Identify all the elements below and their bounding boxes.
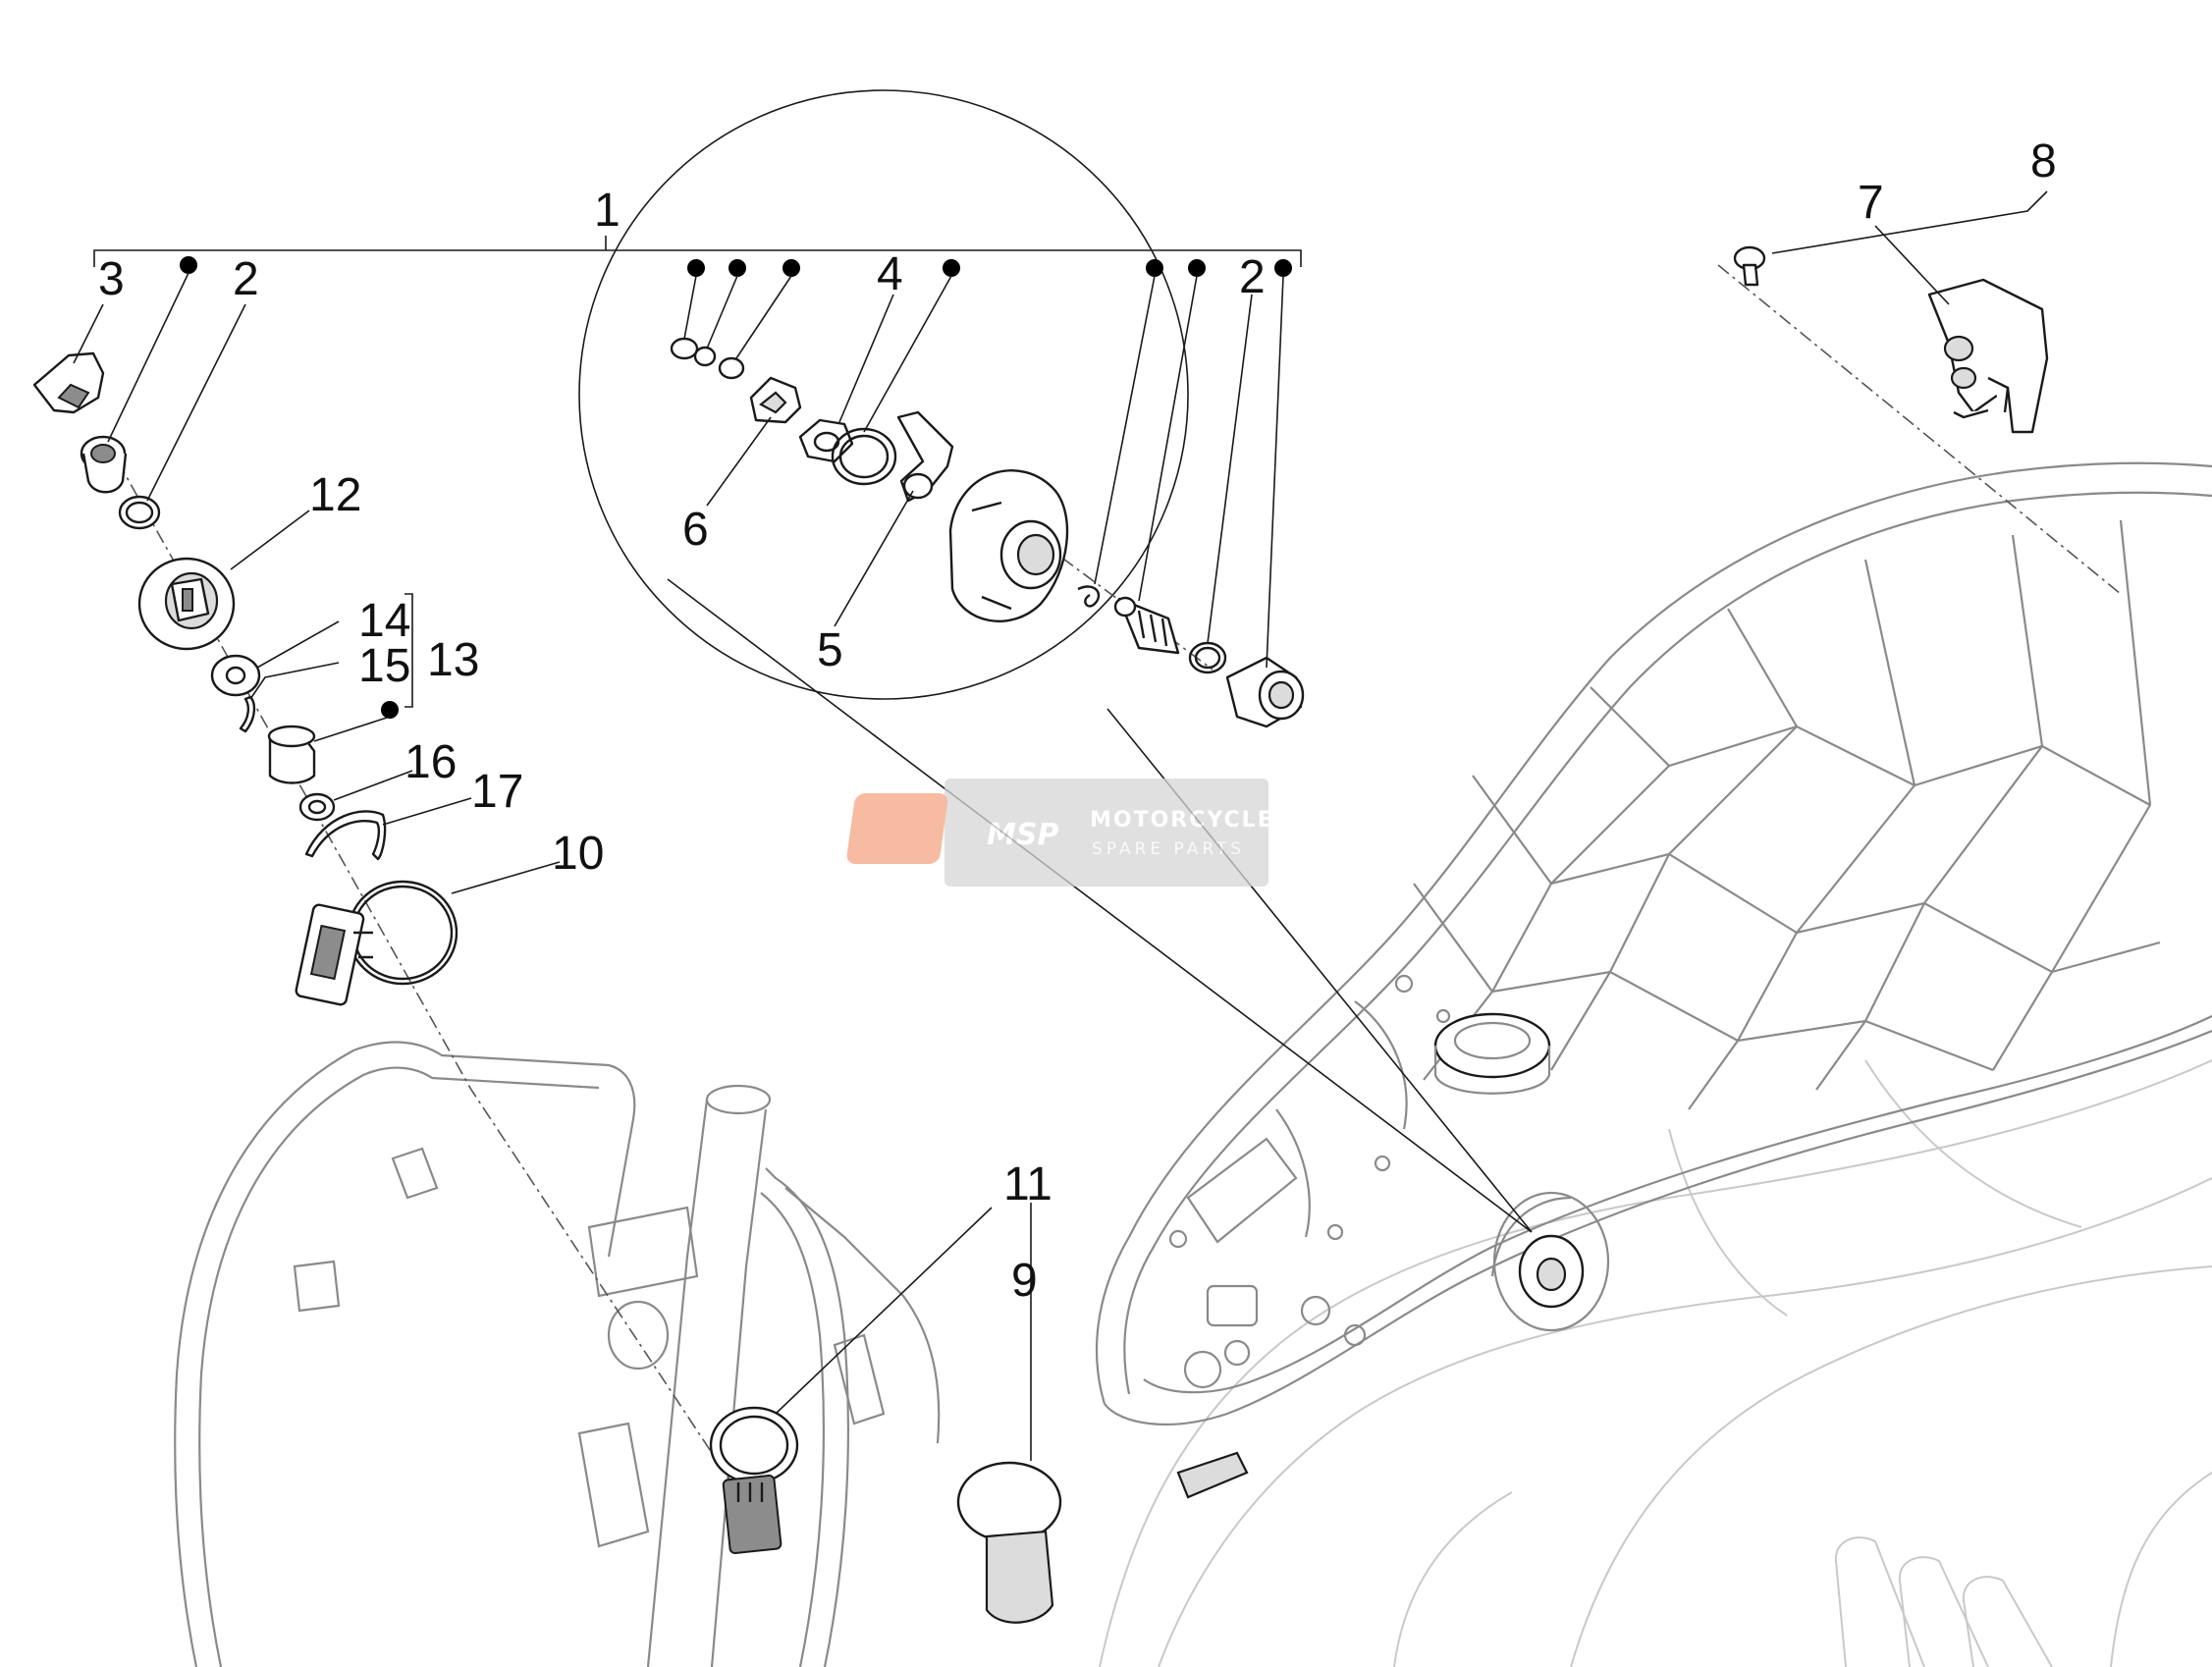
callout-11: 11	[1003, 1158, 1052, 1210]
callout-labels: 1 2 2 3 4 5 6 7 8 9 10 11 12 13 14 15 16…	[98, 135, 2057, 1307]
callout-9: 9	[1011, 1255, 1038, 1307]
detail-o-ring	[1188, 641, 1227, 674]
part-11-connector	[709, 1406, 799, 1555]
seat-lock-housing	[1490, 1191, 1610, 1332]
detail-cylinder-spring	[1113, 596, 1180, 655]
callout-13: 13	[427, 634, 479, 686]
part-17-wire-spring	[304, 810, 387, 861]
part-10-ring-connector	[295, 880, 459, 1006]
detail-lock-knob	[948, 468, 1069, 622]
zoom-detail-parts	[670, 337, 1305, 728]
part-15-spring	[239, 695, 256, 733]
seat-tub	[1095, 461, 2212, 1499]
tub-details	[1168, 974, 1451, 1389]
leader-lines	[73, 190, 2048, 1461]
legshield-frame	[174, 1041, 941, 1667]
watermark-title: MOTORCYCLE	[1090, 808, 1274, 833]
scooter-body-background	[1099, 1059, 2212, 1667]
watermark-logo: MSP	[987, 818, 1058, 852]
left-lock-stack	[32, 351, 459, 1006]
callout-2-right: 2	[1239, 251, 1266, 303]
callout-12: 12	[309, 469, 361, 521]
detail-nut	[670, 337, 699, 360]
detail-washer-b	[718, 356, 745, 380]
part-2-ring	[118, 495, 161, 530]
part-3-key	[32, 351, 105, 414]
callout-3: 3	[98, 253, 125, 305]
callout-14: 14	[358, 595, 410, 647]
callout-7: 7	[1858, 177, 1884, 229]
watermark-subtitle: SPARE PARTS	[1092, 839, 1245, 859]
callout-8: 8	[2030, 135, 2057, 188]
part-8-screw	[1733, 245, 1766, 287]
callout-1: 1	[594, 185, 620, 237]
part-4-hex-nut	[798, 418, 854, 463]
callout-10: 10	[552, 828, 604, 880]
part-12-lock-body	[137, 557, 236, 651]
detail-spring-clip	[1077, 585, 1101, 608]
callout-5: 5	[817, 624, 843, 676]
part-7-latch-bracket	[1927, 278, 2049, 434]
kit-markers	[180, 256, 1292, 719]
detail-lock-barrel	[1225, 656, 1305, 728]
part-13-cap	[267, 725, 316, 784]
tub-ribs	[1275, 519, 2161, 1238]
part-6-cam	[749, 376, 802, 424]
detail-washer-a	[693, 346, 717, 367]
callout-2-left: 2	[233, 253, 259, 305]
detail-lever	[896, 410, 954, 503]
callout-16: 16	[405, 736, 457, 788]
assembly-bracket	[93, 236, 1302, 708]
watermark: MSP MOTORCYCLE SPARE PARTS	[846, 779, 1274, 887]
detail-zoom-circle	[578, 89, 1533, 1233]
part-14-washer	[210, 654, 261, 697]
callout-6: 6	[682, 504, 709, 556]
part-cylinder	[80, 435, 128, 494]
part-5-washer	[831, 427, 897, 486]
callout-15: 15	[358, 640, 410, 692]
part-9-cap	[956, 1461, 1062, 1624]
callout-17: 17	[471, 766, 523, 818]
part-16-clip	[298, 792, 336, 822]
fuel-cap	[1433, 1012, 1551, 1095]
callout-4: 4	[877, 248, 903, 300]
